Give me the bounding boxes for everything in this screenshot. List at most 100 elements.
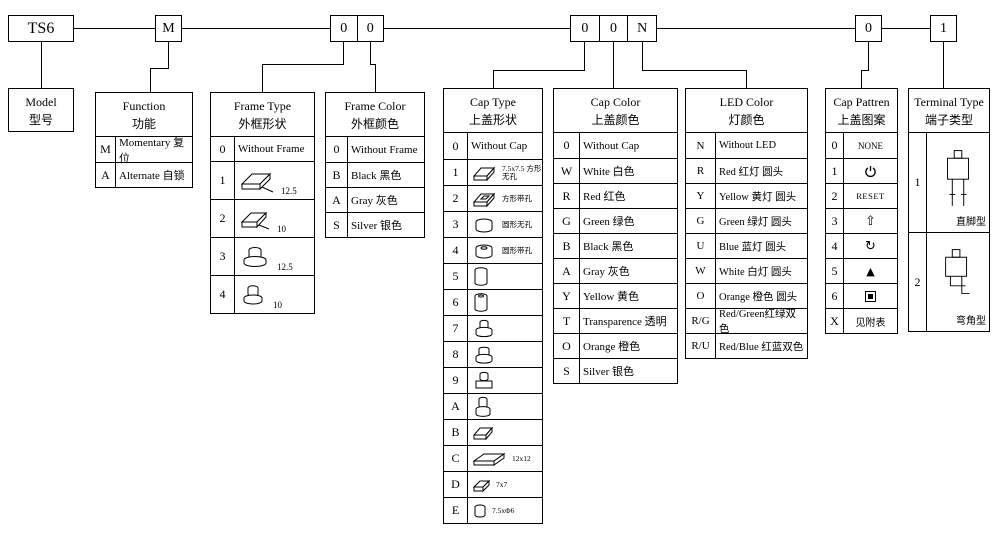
connector-line <box>375 64 376 92</box>
desc-cell: Without Cap <box>471 140 528 152</box>
code-cell: G <box>554 209 580 233</box>
desc-cell <box>468 420 542 445</box>
desc-cell: Red/Blue 红蓝双色 <box>719 341 804 353</box>
code-box-pattern: 0 <box>855 15 882 42</box>
table-row: 8 <box>444 341 542 367</box>
code-box-frame: 0 0 <box>330 15 384 42</box>
desc-cell: 圆形无孔 <box>468 212 551 237</box>
code-cell: 2 <box>826 184 844 208</box>
two-tier-round-cap-icon <box>475 346 493 364</box>
table-row: S Silver 银色 <box>554 358 677 383</box>
desc-cell: 7x7 <box>468 472 545 497</box>
connector-line <box>343 42 344 65</box>
table-title-en: Cap Pattren <box>833 95 890 109</box>
table-header: Frame Color 外框颜色 <box>326 93 424 137</box>
code-cell: 0 <box>356 16 384 41</box>
table-row: Y Yellow 黄色 <box>554 283 677 308</box>
table-row: 1 直脚型 <box>909 133 989 232</box>
table-header: Cap Type 上盖形状 <box>444 89 542 133</box>
code-cell: D <box>444 472 468 497</box>
table-title-en: Frame Color <box>344 99 406 113</box>
code-cell: M <box>162 20 175 36</box>
code-cell: W <box>554 159 580 183</box>
connector-line <box>613 42 614 88</box>
desc-cell: Black 黑色 <box>583 241 634 253</box>
code-cell: 0 <box>826 133 844 158</box>
code-cell: A <box>326 188 348 212</box>
table-row: Y Yellow 黄灯 圆头 <box>686 183 807 208</box>
code-cell: A <box>554 259 580 283</box>
frame-color-table: Frame Color 外框颜色 0 Without Frame B Black… <box>325 92 425 238</box>
code-cell: 6 <box>826 284 844 308</box>
round-cap-icon <box>243 284 263 304</box>
table-row: 2 RESET <box>826 183 897 208</box>
connector-line <box>168 42 169 69</box>
table-header: Cap Pattren 上盖图案 <box>826 89 897 133</box>
code-cell: TS6 <box>27 19 55 37</box>
cap-note: 圆形无孔 <box>502 219 532 229</box>
desc-cell: Blue 蓝灯 圆头 <box>719 241 787 253</box>
cap-type-table: Cap Type 上盖形状 0 Without Cap 1 7.5x7.5 方形… <box>443 88 543 524</box>
connector-line <box>493 70 494 88</box>
code-cell: C <box>444 446 468 471</box>
code-cell: G <box>686 209 716 233</box>
desc-cell: 7.5x7.5 方形无孔 <box>468 160 551 185</box>
desc-cell: 10 <box>235 276 314 313</box>
table-row: 5 ▲ <box>826 258 897 283</box>
desc-cell: White 白灯 圆头 <box>719 266 792 278</box>
table-header: Function 功能 <box>96 93 192 137</box>
code-cell: 2 <box>909 233 927 331</box>
table-row: A Alternate 自锁 <box>96 162 192 187</box>
code-cell: N <box>627 16 656 41</box>
table-row: O Orange 橙色 圆头 <box>686 283 807 308</box>
code-cell: 8 <box>444 342 468 367</box>
dimension-label: 12.5 <box>277 262 293 272</box>
led-color-table: LED Color 灯颜色 N Without LED R Red 红灯 圆头 … <box>685 88 808 359</box>
code-cell: O <box>554 334 580 358</box>
code-cell: 1 <box>211 162 235 199</box>
code-cell: B <box>326 163 348 187</box>
frame-type-table: Frame Type 外框形状 0 Without Frame 1 12.5 2… <box>210 92 315 314</box>
desc-cell <box>468 264 542 289</box>
connector-line <box>41 28 944 29</box>
cap-note: 方形带孔 <box>502 193 532 203</box>
desc-cell: ↻ <box>844 234 897 258</box>
table-row: B Black 黑色 <box>554 233 677 258</box>
cylinder-cap-hole-icon <box>474 292 488 312</box>
code-cell: U <box>686 234 716 258</box>
table-title-zh: 端子类型 <box>924 113 973 127</box>
code-cell: 4 <box>444 238 468 263</box>
rotate-icon: ↻ <box>865 238 876 254</box>
table-row: S Silver 银色 <box>326 212 424 237</box>
desc-cell <box>468 316 542 341</box>
table-title-en: Terminal Type <box>914 95 984 109</box>
terminal-label: 直脚型 <box>956 217 986 228</box>
tall-knob-cap-icon <box>475 396 491 417</box>
code-cell: B <box>444 420 468 445</box>
two-tier-round-cap-icon <box>475 319 493 337</box>
connector-line <box>642 42 643 71</box>
square-cap-icon <box>240 211 270 229</box>
code-cell: 0 <box>554 133 580 158</box>
desc-cell <box>468 290 542 315</box>
cap-note: 7x7 <box>496 479 508 489</box>
connector-line <box>370 64 376 65</box>
desc-cell: 7.5xΦ6 <box>468 498 542 523</box>
desc-cell <box>844 159 897 183</box>
straight-pin-drawing <box>947 149 969 206</box>
cap-color-table: Cap Color 上盖颜色 0 Without Cap W White 白色 … <box>553 88 678 384</box>
desc-cell: Yellow 黄灯 圆头 <box>719 191 797 203</box>
code-cell: 9 <box>444 368 468 393</box>
table-title-en: Frame Type <box>233 99 292 113</box>
desc-cell: 10 <box>235 200 314 237</box>
dimension-label: 10 <box>277 224 286 234</box>
desc-cell: ▲ <box>844 259 897 283</box>
code-cell: 0 <box>444 133 468 159</box>
table-row: A <box>444 393 542 419</box>
table-row: X 见附表 <box>826 308 897 333</box>
code-cell: O <box>686 284 716 308</box>
dimension-label: 12.5 <box>281 186 297 196</box>
code-cell: 0 <box>326 137 348 162</box>
square-base-round-top-icon <box>475 371 493 388</box>
